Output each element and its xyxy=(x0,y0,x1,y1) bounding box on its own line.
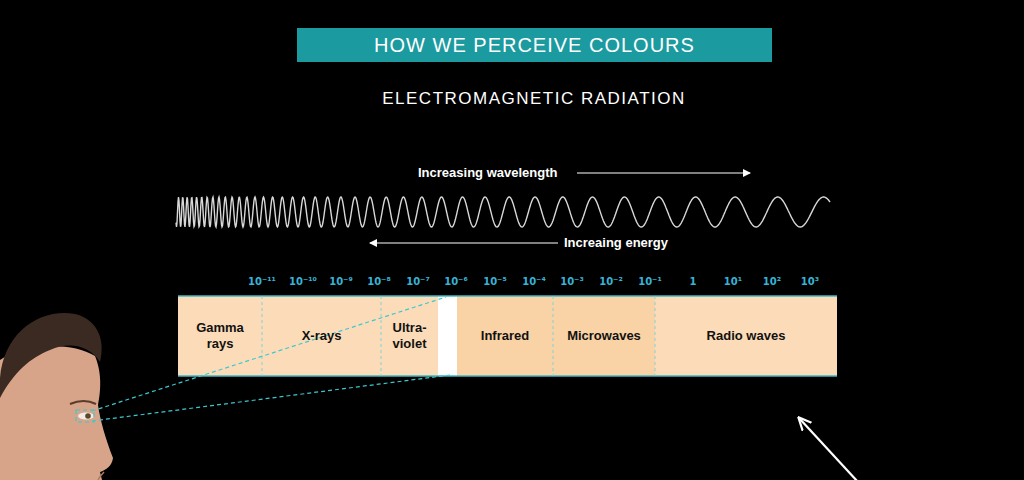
pointer-arrow xyxy=(799,418,858,480)
spectrum-band: Infrared xyxy=(457,297,553,375)
band-label: Gamma rays xyxy=(190,320,250,351)
spectrum-band: Gamma rays xyxy=(178,297,262,375)
band-dividers xyxy=(262,296,655,376)
eye-iris xyxy=(85,413,91,419)
band-label: X-rays xyxy=(302,328,342,344)
band-label: Radio waves xyxy=(707,328,786,344)
band-ir-mw xyxy=(457,296,655,376)
mouth-shadow xyxy=(98,472,104,480)
axis-caption: Increaing energy xyxy=(564,235,668,250)
wavelength-tick: 10² xyxy=(763,276,781,287)
wavelength-tick: 10¹ xyxy=(724,276,742,287)
axis-caption: Increasing wavelength xyxy=(418,165,557,180)
wavelength-tick: 10⁻⁸ xyxy=(367,276,391,287)
wavelength-tick: 10⁻⁷ xyxy=(406,276,430,287)
band-label: Microwaves xyxy=(567,328,641,344)
wavelength-arrow xyxy=(577,172,750,173)
spectrum-band: X-rays xyxy=(262,297,381,375)
wavelength-tick: 10⁻⁶ xyxy=(444,276,468,287)
spectrum-band: Radio waves xyxy=(655,297,837,375)
subtitle: ELECTROMAGNETIC RADIATION xyxy=(382,89,686,109)
energy-arrow xyxy=(370,242,558,243)
sight-lines xyxy=(76,297,450,422)
eye xyxy=(78,413,94,420)
wavelength-tick: 10⁻¹⁰ xyxy=(289,276,317,287)
spectrum-band: Microwaves xyxy=(553,297,655,375)
wavelength-tick: 10⁻³ xyxy=(560,276,584,287)
wavelength-tick: 10⁻¹¹ xyxy=(248,276,276,287)
wavelength-tick: 10⁻⁴ xyxy=(522,276,546,287)
band-ground xyxy=(178,296,837,376)
wavelength-tick: 10⁻⁵ xyxy=(483,276,507,287)
spectrum-band: Ultra- violet xyxy=(381,297,438,375)
band-label: Infrared xyxy=(481,328,529,344)
wave-line xyxy=(176,197,830,227)
eyebrow xyxy=(70,401,96,404)
wavelength-tick: 10⁻¹ xyxy=(638,276,662,287)
wavelength-tick: 10⁻⁹ xyxy=(329,276,353,287)
visible-strip xyxy=(438,296,457,376)
band-border xyxy=(178,295,837,297)
band-border xyxy=(178,375,837,377)
wavelength-tick: 10⁻² xyxy=(599,276,623,287)
band-label: Ultra- violet xyxy=(384,320,435,351)
title-banner: HOW WE PERCEIVE COLOURS xyxy=(297,28,772,62)
face-hair xyxy=(0,313,102,398)
wavelength-tick: 10³ xyxy=(801,276,819,287)
wavelength-tick: 1 xyxy=(690,276,697,287)
